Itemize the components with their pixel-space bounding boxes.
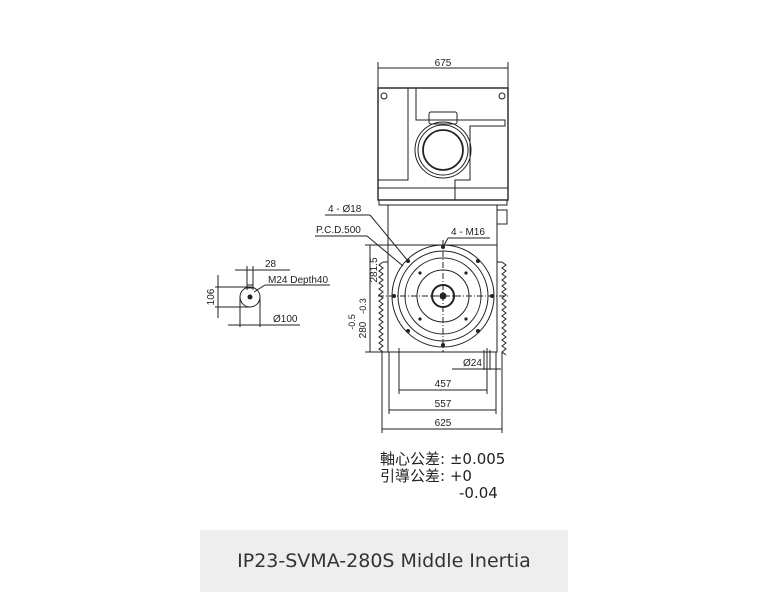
svg-text:-0.3: -0.3 [358, 298, 368, 314]
shaft-tolerance-value: ±0.005 [449, 450, 506, 468]
svg-text:281.5: 281.5 [369, 257, 380, 282]
svg-text:106: 106 [206, 288, 217, 305]
svg-text:675: 675 [435, 58, 452, 69]
svg-text:280: 280 [358, 321, 369, 338]
guide-tolerance-label: 引導公差: [380, 467, 446, 485]
guide-tolerance-lower: -0.04 [459, 484, 498, 502]
dim-675: 675 [377, 58, 509, 88]
svg-text:4 - Ø18: 4 - Ø18 [328, 204, 362, 215]
svg-text:Ø24: Ø24 [463, 358, 482, 369]
svg-text:557: 557 [435, 399, 452, 410]
svg-text:457: 457 [435, 379, 452, 390]
svg-text:4 - M16: 4 - M16 [451, 227, 485, 238]
height-dims: 281.5 280 -0.5 -0.3 [347, 244, 390, 353]
svg-text:28: 28 [265, 259, 277, 270]
motor-body [378, 240, 508, 356]
caption-bar: IP23-SVMA-280S Middle Inertia [200, 530, 568, 592]
shaft-tolerance-label: 軸心公差: [380, 450, 446, 468]
svg-text:Ø100: Ø100 [273, 314, 298, 325]
guide-tolerance-upper: +0 [449, 467, 472, 485]
guide-tolerance: 引導公差: +0 [380, 468, 472, 485]
shaft-end-view: 28 M24 Depth40 106 Ø100 [206, 259, 330, 327]
svg-text:625: 625 [435, 418, 452, 429]
shaft-tolerance: 軸心公差: ±0.005 [380, 451, 505, 468]
model-caption: IP23-SVMA-280S Middle Inertia [237, 550, 531, 572]
callout-labels: 4 - Ø18 P.C.D.500 4 - M16 [315, 204, 490, 267]
svg-text:M24 Depth40: M24 Depth40 [268, 275, 328, 286]
terminal-box [377, 87, 509, 201]
svg-text:-0.5: -0.5 [347, 314, 357, 330]
bottom-dims: Ø24 457 557 625 [381, 348, 503, 433]
motor-neck [378, 199, 508, 245]
svg-text:P.C.D.500: P.C.D.500 [316, 225, 361, 236]
